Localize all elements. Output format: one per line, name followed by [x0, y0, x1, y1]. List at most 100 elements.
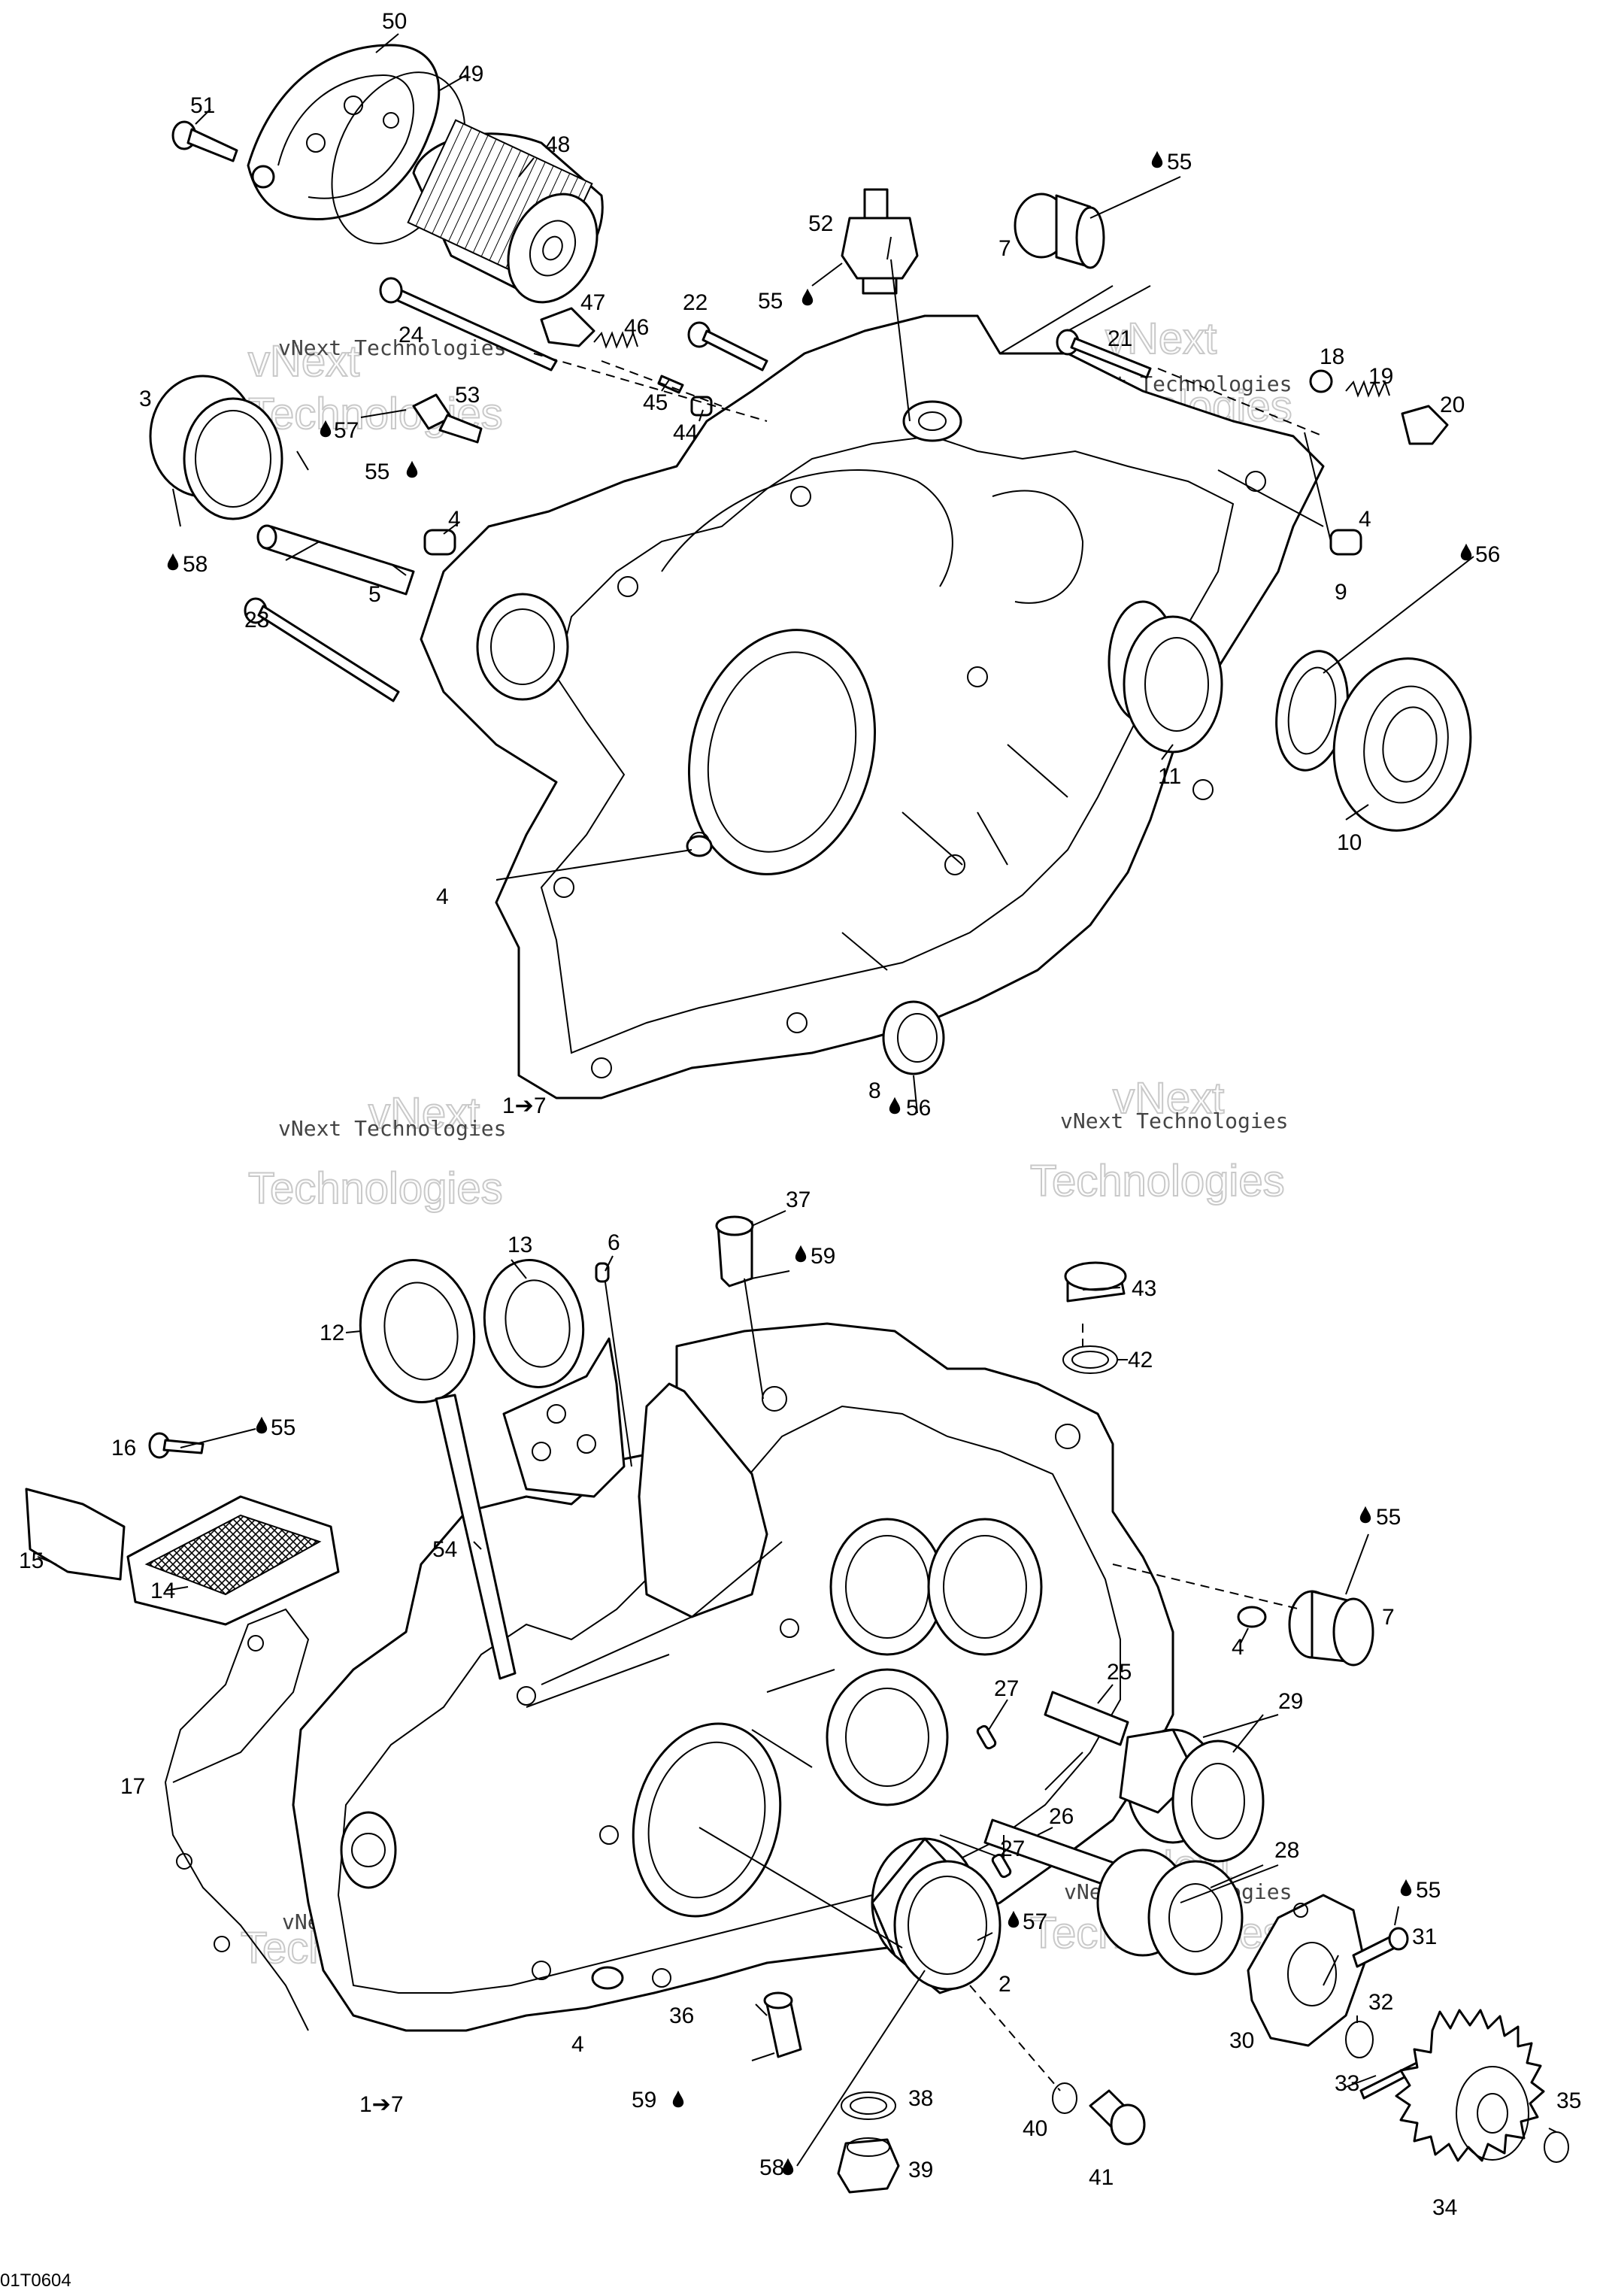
- fitting-53: [412, 393, 483, 444]
- part-label: 7: [998, 236, 1011, 261]
- plug-7-upper: [1014, 193, 1105, 269]
- spring-19: [1345, 380, 1390, 398]
- part-label: 27: [1000, 1836, 1025, 1861]
- part-label: 55: [758, 289, 783, 314]
- seal-8: [882, 1000, 945, 1075]
- rotor-29: [1119, 1728, 1265, 1863]
- gasket-plate: [502, 1337, 626, 1498]
- screen-14: [126, 1495, 340, 1626]
- part-label: 40: [1023, 2116, 1047, 2141]
- part-label: 20: [1440, 393, 1465, 417]
- part-label: 4: [1359, 507, 1371, 532]
- part-label: 1➔7: [502, 1093, 547, 1118]
- watermark-text: vNext Technologies: [278, 1116, 506, 1141]
- part-label: 48: [545, 132, 570, 157]
- part-label: 51: [190, 93, 215, 118]
- seal-2: [871, 1837, 1002, 1994]
- part-label: 14: [150, 1579, 175, 1603]
- part-label: 55: [1416, 1878, 1441, 1903]
- part-label: 7: [1382, 1605, 1395, 1630]
- oil-drop-icon: [1400, 1879, 1412, 1897]
- part-label: 55: [271, 1415, 295, 1440]
- dowel-4-upper-right: [1329, 529, 1362, 556]
- gasket-17: [164, 1608, 310, 2031]
- bolt-22: [687, 321, 768, 372]
- watermark-text: vNext Technologies: [278, 335, 506, 360]
- part-labels: 50 49 51 48 55 52 7 55 22 47 46 24 21 18…: [19, 9, 1581, 2220]
- part-label: 36: [669, 2003, 694, 2028]
- bolt-16: [148, 1432, 205, 1459]
- part-label: 56: [1475, 542, 1500, 567]
- oil-drop-icon: [672, 2090, 684, 2108]
- figure-code: 01T0604: [0, 2270, 71, 2291]
- plug-47: [540, 307, 595, 347]
- oil-drop-icon: [256, 1416, 268, 1434]
- bearing-13: [483, 1259, 585, 1388]
- oil-drop-icon: [1359, 1506, 1371, 1524]
- watermark-big: Technologies: [1030, 1157, 1285, 1206]
- stud-54: [435, 1394, 517, 1680]
- part-label: 17: [120, 1774, 145, 1799]
- part-label: 12: [320, 1321, 344, 1345]
- pin-27-upper: [976, 1724, 997, 1750]
- part-label: 56: [906, 1096, 931, 1121]
- part-label: 13: [508, 1233, 532, 1257]
- part-label: 50: [382, 9, 407, 34]
- part-label: 30: [1229, 2028, 1254, 2053]
- part-label: 57: [1023, 1909, 1047, 1934]
- cover-15: [25, 1488, 126, 1581]
- part-label: 55: [1376, 1505, 1401, 1530]
- part-label: 11: [1158, 764, 1181, 789]
- pump-cover-30: [1247, 1894, 1366, 2047]
- part-label: 31: [1412, 1924, 1437, 1949]
- plug-43: [1064, 1261, 1127, 1303]
- watermark-big: vNext: [1113, 1074, 1224, 1123]
- part-label: 4: [436, 884, 449, 909]
- part-label: 4: [571, 2032, 584, 2057]
- part-label: 44: [673, 420, 698, 445]
- dowel-4-upper-left: [423, 529, 456, 556]
- part-label: 21: [1108, 326, 1132, 351]
- part-label: 59: [811, 1244, 835, 1269]
- part-label: 22: [683, 290, 708, 315]
- seal-3: [149, 375, 283, 520]
- part-label: 58: [759, 2155, 784, 2180]
- watermark-text: vNext Technologies: [1060, 1109, 1288, 1133]
- shaft-25: [1044, 1691, 1129, 1746]
- lower-leader-lines: [37, 1210, 1557, 2167]
- washer-40: [1052, 2082, 1077, 2114]
- part-label: 23: [244, 608, 269, 632]
- part-label: 27: [994, 1676, 1019, 1701]
- pin-6: [595, 1262, 610, 1283]
- oil-drop-icon: [167, 553, 179, 571]
- watermark-big: vNext: [1105, 314, 1217, 363]
- part-label: 43: [1132, 1276, 1156, 1301]
- oil-drop-icon: [1460, 543, 1472, 561]
- part-label: 47: [580, 290, 605, 315]
- oil-drop-icon: [1151, 150, 1163, 168]
- plug-20: [1401, 405, 1449, 445]
- part-label: 52: [808, 211, 833, 236]
- watermark-big: vNext: [368, 1089, 480, 1138]
- ball-18: [1309, 369, 1333, 393]
- fitting-37: [715, 1215, 754, 1288]
- part-label: 41: [1089, 2165, 1114, 2190]
- part-label: 57: [334, 418, 359, 443]
- part-label: 39: [908, 2158, 933, 2182]
- bearing-11: [1123, 615, 1223, 754]
- part-label: 15: [19, 1548, 44, 1573]
- oil-filter: [407, 119, 604, 304]
- bolt-41: [1089, 2089, 1146, 2146]
- part-label: 37: [786, 1187, 811, 1212]
- part-label: 26: [1049, 1804, 1074, 1829]
- pin-5: [256, 524, 415, 596]
- fitting-36: [763, 1991, 802, 2058]
- bearing-12: [359, 1259, 476, 1403]
- oil-drop-icon: [795, 1245, 807, 1263]
- part-label: 5: [368, 582, 381, 607]
- part-label: 24: [398, 323, 423, 347]
- part-label: 18: [1320, 344, 1344, 369]
- part-label: 3: [139, 387, 152, 411]
- bolt-31: [1352, 1927, 1409, 1968]
- washer-32: [1345, 2021, 1374, 2058]
